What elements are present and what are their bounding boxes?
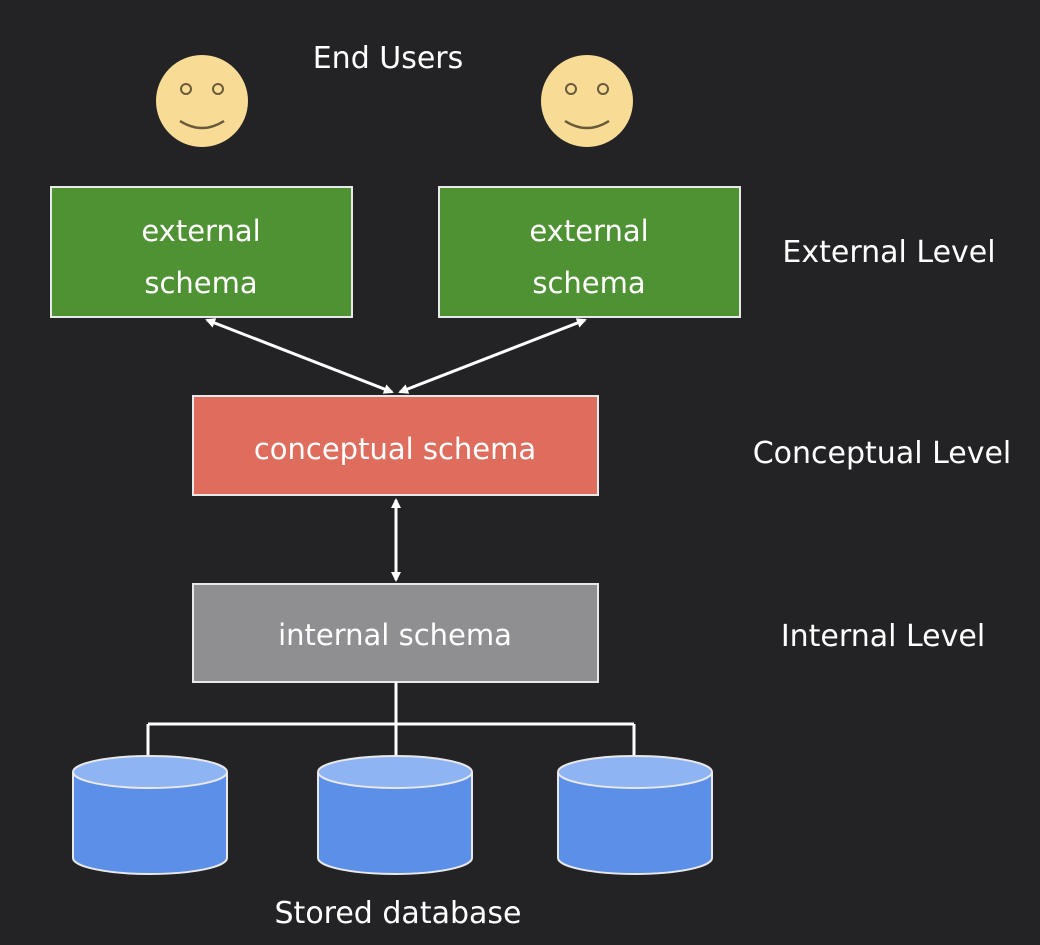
external-schema-line2: schema [532,266,645,300]
database-cylinder-icon [72,755,228,875]
external-schema-line1: external [141,214,260,248]
internal-level-label: Internal Level [781,619,985,654]
smiley-face-icon [156,55,248,147]
database-cylinder-icon [557,755,713,875]
conceptual-schema-box: conceptual schema [192,395,599,496]
stored-database-label: Stored database [275,896,522,931]
smiley-face-icon [541,55,633,147]
storage-connector [146,682,636,760]
external-schema-line2: schema [144,266,257,300]
external-to-conceptual-arrow [398,318,587,394]
external-schema-box: external schema [50,186,353,318]
conceptual-schema-label: conceptual schema [254,432,536,466]
database-cylinder-icon [317,755,473,875]
conceptual-level-label: Conceptual Level [753,436,1012,471]
external-level-label: External Level [782,235,995,270]
external-to-conceptual-arrow [205,318,394,394]
external-schema-box: external schema [438,186,741,318]
internal-schema-label: internal schema [278,618,512,652]
external-schema-line1: external [529,214,648,248]
end-users-label: End Users [313,41,464,76]
internal-schema-box: internal schema [192,583,599,683]
